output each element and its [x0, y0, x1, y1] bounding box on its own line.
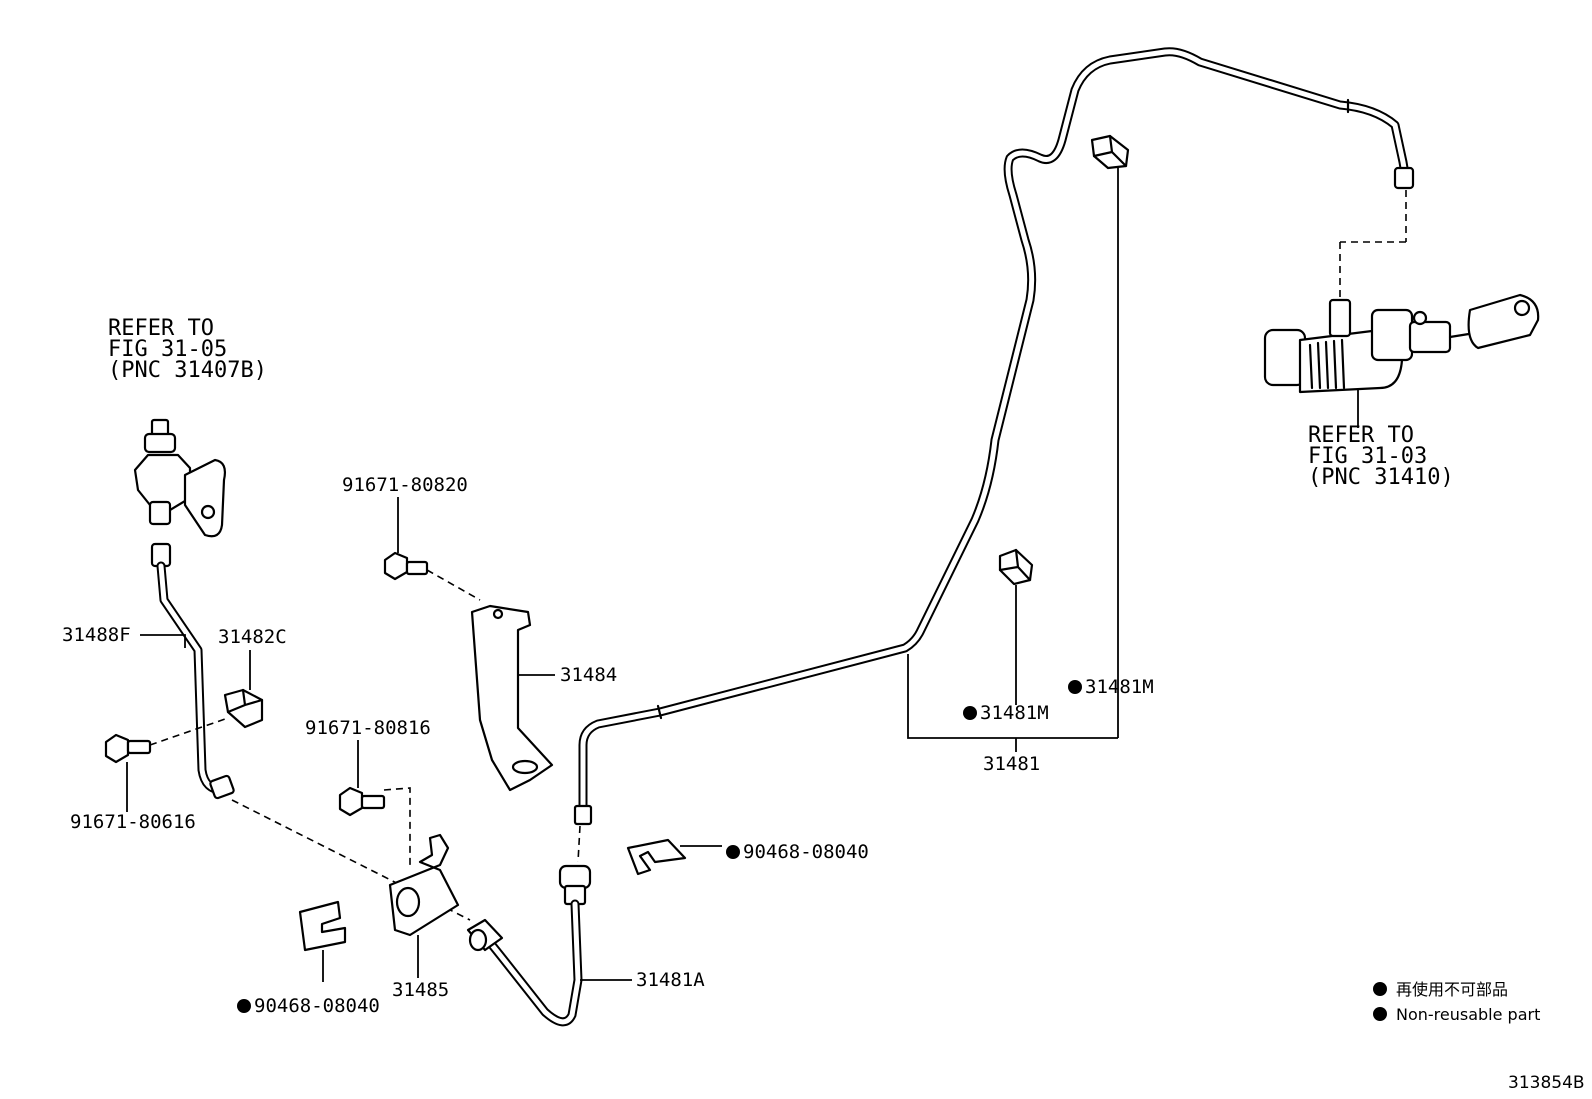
bolt-91671-80816 — [338, 740, 411, 868]
pipe-31488F — [140, 542, 471, 921]
clutch-line-31481 — [573, 47, 1415, 826]
ref-right-line1: REFER TO — [1308, 423, 1414, 448]
non-reusable-dot-31481M-b — [1068, 680, 1082, 694]
ref-top-left-line1: REFER TO — [108, 316, 214, 341]
bracket-31485 — [388, 833, 460, 978]
label-31482C: 31482C — [218, 626, 287, 648]
label-91671-80616: 91671-80616 — [70, 811, 196, 833]
master-cylinder — [1263, 190, 1540, 428]
label-31484: 31484 — [560, 664, 617, 686]
legend: 再使用不可部品 Non-reusable part — [1373, 980, 1540, 1024]
bracket-31482C — [223, 650, 264, 729]
bracket-31484 — [470, 604, 555, 792]
label-31481A: 31481A — [636, 969, 705, 991]
label-31481M-a: 31481M — [980, 702, 1049, 724]
ref-right-line2: FIG 31-03 — [1308, 444, 1427, 469]
release-fitting — [133, 418, 227, 538]
bolt-91671-80820 — [383, 497, 481, 601]
legend-jp: 再使用不可部品 — [1396, 980, 1508, 999]
clip-90468-08040-left — [298, 900, 347, 982]
ref-top-left-line2: FIG 31-05 — [108, 337, 227, 362]
label-31485: 31485 — [392, 979, 449, 1001]
label-91671-80820: 91671-80820 — [342, 474, 468, 496]
non-reusable-dot-left — [237, 999, 251, 1013]
ref-top-left-line3: (PNC 31407B) — [108, 358, 267, 383]
clip-90468-08040-mid — [626, 838, 722, 876]
hose-31481A — [466, 825, 632, 1027]
diagram-id: 313854B — [1508, 1073, 1585, 1093]
ref-right: REFER TO FIG 31-03 (PNC 31410) — [1308, 423, 1454, 490]
label-31488F: 31488F — [62, 624, 131, 646]
ref-right-line3: (PNC 31410) — [1308, 465, 1454, 490]
ref-top-left: REFER TO FIG 31-05 (PNC 31407B) — [108, 316, 267, 383]
clip-31481M-mid — [998, 548, 1034, 586]
leaders-31481 — [907, 168, 1119, 752]
non-reusable-dot-mid — [726, 845, 740, 859]
bolt-91671-80616 — [104, 717, 229, 812]
non-reusable-dot-31481M-a — [963, 706, 977, 720]
label-31481M-b: 31481M — [1085, 676, 1154, 698]
legend-dot-jp — [1373, 982, 1387, 996]
legend-dot-en — [1373, 1007, 1387, 1021]
label-90468-08040-left: 90468-08040 — [254, 995, 380, 1017]
legend-en: Non-reusable part — [1396, 1005, 1540, 1024]
label-91671-80816: 91671-80816 — [305, 717, 431, 739]
label-31481: 31481 — [983, 753, 1040, 775]
label-90468-08040-mid: 90468-08040 — [743, 841, 869, 863]
clip-31481M-top — [1090, 134, 1130, 170]
